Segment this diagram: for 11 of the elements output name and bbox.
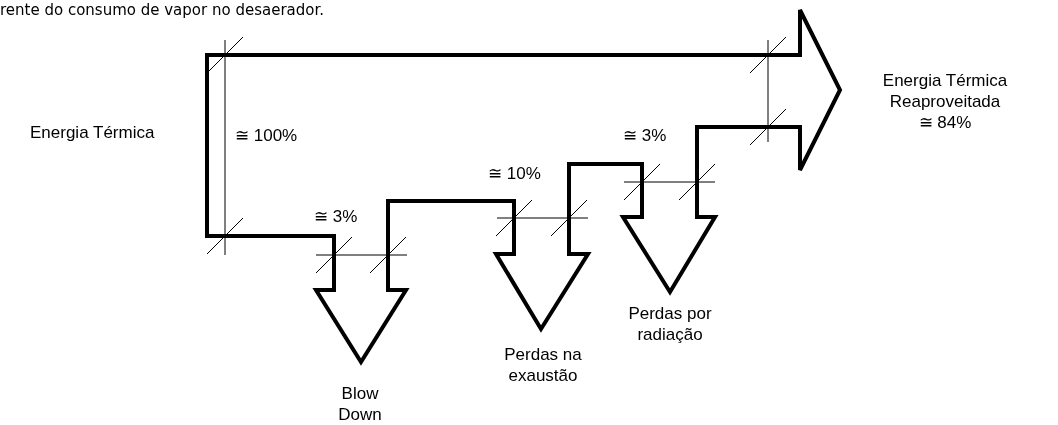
percentage-label: ≅ 10% — [488, 163, 541, 184]
caption-text: rente do consumo de vapor no desaerador. — [0, 0, 324, 21]
output-label: Energia Térmica Reaproveitada — [882, 70, 1008, 112]
percentage-label: ≅ 3% — [623, 125, 667, 146]
loss-label: Blow Down — [337, 383, 383, 425]
input-label: Energia Térmica — [30, 122, 155, 143]
percentage-label: ≅ 3% — [314, 206, 358, 227]
loss-label: Perdas na exaustão — [503, 344, 583, 386]
loss-label: Perdas por radiação — [627, 303, 713, 345]
percentage-label: ≅ 84% — [918, 112, 972, 133]
percentage-label: ≅ 100% — [235, 125, 298, 146]
